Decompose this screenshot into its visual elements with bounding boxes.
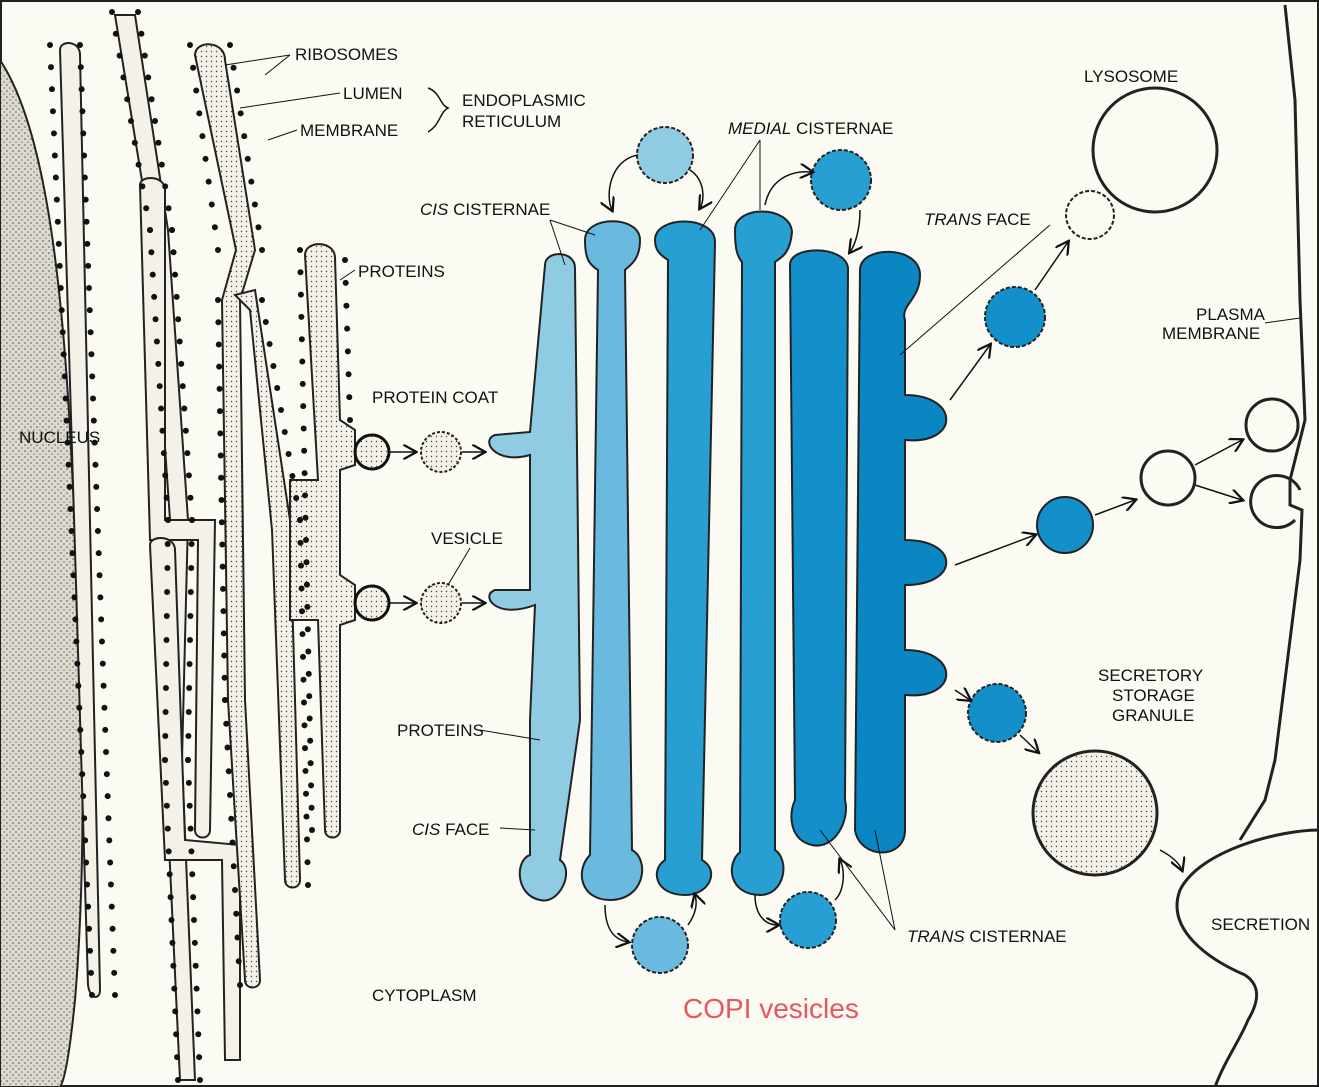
label-secretory-1: SECRETORY [1098, 666, 1203, 685]
trans-cisterna-1 [790, 250, 848, 845]
label-trans-cisternae: TRANS CISTERNAE [907, 927, 1067, 946]
label-proteins-top: PROTEINS [358, 262, 445, 281]
secretory-granule [1033, 751, 1157, 875]
label-trans-face: TRANS FACE [924, 210, 1031, 229]
label-nucleus: NUCLEUS [19, 428, 100, 447]
label-secretory-3: GRANULE [1112, 706, 1194, 725]
label-cis-face: CIS FACE [412, 820, 489, 839]
label-secretion: SECRETION [1211, 915, 1310, 934]
label-proteins-bottom: PROTEINS [397, 721, 484, 740]
label-plasma-2: MEMBRANE [1162, 324, 1260, 343]
label-secretory-2: STORAGE [1112, 686, 1195, 705]
label-er-1: ENDOPLASMIC [462, 91, 586, 110]
label-ribosomes: RIBOSOMES [295, 45, 398, 64]
copi-vesicles-annotation: COPI vesicles [683, 993, 859, 1024]
label-lysosome: LYSOSOME [1084, 67, 1178, 86]
label-plasma-1: PLASMA [1196, 305, 1266, 324]
label-cytoplasm: CYTOPLASM [372, 986, 477, 1005]
label-membrane: MEMBRANE [300, 121, 398, 140]
label-cis-cisternae: CIS CISTERNAE [420, 200, 550, 219]
lysosome [1093, 88, 1217, 212]
label-er-2: RETICULUM [462, 112, 561, 131]
label-lumen: LUMEN [343, 84, 403, 103]
label-medial-cisternae: MEDIAL CISTERNAE [728, 119, 893, 138]
label-protein-coat: PROTEIN COAT [372, 388, 498, 407]
label-vesicle: VESICLE [431, 529, 503, 548]
